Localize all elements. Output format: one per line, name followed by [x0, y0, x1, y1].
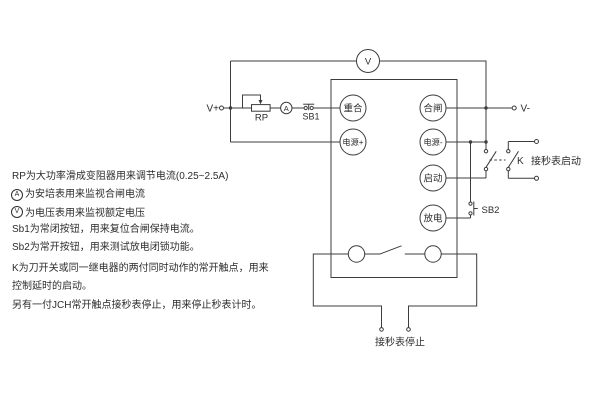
- v-minus-terminal: V-: [511, 104, 530, 115]
- port-power-plus: 电源+: [339, 128, 367, 156]
- v-plus-terminal: V+: [206, 104, 224, 115]
- note-line-sb1: Sb1为常闭按钮，用来复位合闸保持电流。: [12, 224, 200, 236]
- port-close-label: 合闸: [423, 102, 442, 114]
- v-minus-label: V-: [521, 104, 530, 115]
- port-power-plus-label: 电源+: [342, 137, 363, 147]
- port-power-minus: 电源-: [419, 128, 447, 156]
- resistor-body: [251, 104, 271, 112]
- wire-network: [223, 60, 513, 219]
- note-line-jch: 另有一付JCH常开触点接秒表停止，用来停止秒表计时。: [12, 300, 261, 312]
- note-line-sb2: Sb2为常开按钮，用来测试放电闭锁功能。: [12, 242, 200, 254]
- k-label: K: [517, 156, 524, 167]
- note-text: Sb2为常开按钮，用来测试放电闭锁功能。: [12, 242, 200, 253]
- wiper-arrow-icon: [258, 100, 263, 105]
- note-line-rp: RP为大功率滑成变阻器用来调节电流(0.25~2.5A): [12, 171, 228, 183]
- note-text: 控制延时的启动。: [12, 281, 92, 292]
- stopwatch-stop-leads: 接秒表停止: [312, 253, 478, 349]
- rp-label: RP: [255, 113, 268, 124]
- port-discharge: 放电: [419, 204, 447, 232]
- note-text: Sb1为常闭按钮，用来复位合闸保持电流。: [12, 224, 200, 235]
- note-line-k2: 控制延时的启动。: [12, 281, 92, 293]
- port-reclose-label: 重合: [343, 102, 363, 114]
- sb1-label: SB1: [302, 112, 319, 122]
- sb2-label: SB2: [482, 205, 500, 216]
- circled-a-icon: A: [11, 189, 23, 201]
- stopwatch-start-label: 接秒表启动: [531, 155, 581, 168]
- note-line-ammeter: A 为安培表用来监视合闸电流: [11, 189, 145, 201]
- pushbutton-sb1: SB1: [302, 103, 320, 122]
- ammeter-icon: A: [280, 101, 293, 115]
- port-start-label: 启动: [423, 172, 442, 184]
- note-text: 为安培表用来监视合闸电流: [25, 189, 145, 200]
- port-close: 合闸: [419, 94, 447, 122]
- pushbutton-sb2: SB2: [468, 201, 500, 216]
- jch-contact: [347, 245, 442, 263]
- ammeter-letter: A: [284, 104, 289, 113]
- stopwatch-stop-label: 接秒表停止: [375, 336, 425, 349]
- port-power-minus-label: 电源-: [423, 137, 442, 147]
- note-text: 另有一付JCH常开触点接秒表停止，用来停止秒表计时。: [12, 300, 262, 311]
- circled-v-icon: V: [11, 206, 23, 218]
- note-text: K为刀开关或同一继电器的两付同时动作的常开触点，用来: [12, 263, 269, 274]
- note-line-k1: K为刀开关或同一继电器的两付同时动作的常开触点，用来: [12, 263, 269, 275]
- port-discharge-label: 放电: [423, 212, 443, 224]
- port-start: 启动: [419, 164, 447, 192]
- note-line-voltmeter: V 为电压表用来监视额定电压: [11, 206, 145, 220]
- rheostat-rp: RP: [242, 94, 271, 124]
- note-text: 为电压表用来监视额定电压: [25, 208, 145, 219]
- port-reclose: 重合: [339, 94, 367, 122]
- v-plus-label: V+: [206, 104, 219, 115]
- voltmeter-icon: V: [356, 49, 380, 73]
- notes-block: RP为大功率滑成变阻器用来调节电流(0.25~2.5A) A 为安培表用来监视合…: [11, 171, 269, 312]
- switch-k: K 接秒表启动: [483, 139, 581, 181]
- voltmeter-letter: V: [365, 57, 372, 68]
- note-text: RP为大功率滑成变阻器用来调节电流(0.25~2.5A): [12, 171, 229, 182]
